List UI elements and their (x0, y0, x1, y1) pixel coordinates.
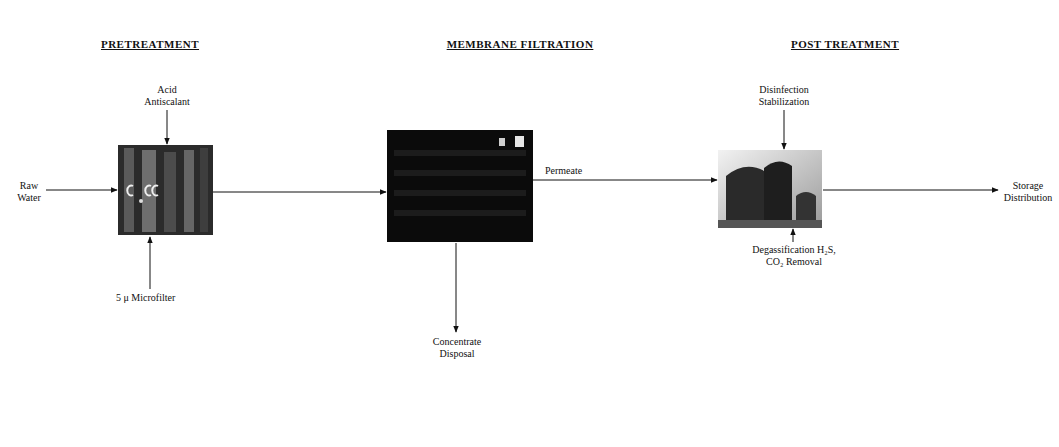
filter-housing (142, 150, 156, 232)
gauge-mark (145, 186, 151, 196)
membrane-vessel (394, 210, 526, 216)
stream-label: 5 μ Microfilter (116, 292, 175, 304)
pipe (200, 148, 208, 232)
membrane-vessel (394, 190, 526, 196)
membrane-photo (387, 130, 533, 242)
stream-label: Raw Water (12, 180, 46, 204)
process-stage: MEMBRANE FILTRATION (387, 130, 533, 242)
output-arrow (823, 190, 998, 191)
photo-ground (718, 150, 822, 228)
stage-heading: POST TREATMENT (791, 38, 899, 50)
stream-label: Disinfection Stabilization (752, 84, 816, 108)
membrane-vessel (394, 170, 526, 176)
photo-ground (118, 145, 213, 235)
valve (139, 199, 143, 203)
tank (726, 167, 766, 228)
pretreatment-photo (118, 145, 213, 235)
post-treatment-photo (718, 150, 822, 228)
membrane-vessel (394, 150, 526, 156)
photo-ground (387, 130, 533, 242)
stream-label: Degassification H₂S, CO₂ Removal (750, 244, 838, 268)
stage-heading: PRETREATMENT (101, 38, 199, 50)
dosing-arrow (167, 110, 168, 144)
concentrate-arrow (456, 243, 457, 332)
flow-arrow (533, 180, 717, 181)
stream-label: Acid Antiscalant (141, 84, 193, 108)
panel-light (499, 138, 505, 146)
panel-light (515, 136, 524, 147)
ground-strip (718, 220, 822, 228)
flow-arrow (213, 192, 386, 193)
stream-label: Storage Distribution (1001, 180, 1055, 204)
dosing-arrow (784, 110, 785, 149)
pipe (124, 148, 134, 232)
flow-label: Permeate (543, 165, 584, 177)
process-stage: POST TREATMENT (718, 150, 822, 228)
process-stage: PRETREATMENT (118, 145, 213, 235)
gauge-mark (152, 186, 158, 196)
stage-heading: MEMBRANE FILTRATION (447, 38, 594, 50)
input-arrow (46, 190, 117, 191)
filter-arrow (150, 237, 151, 289)
degas-arrow (793, 229, 794, 242)
filter-housing (164, 152, 176, 232)
gauge-mark (127, 186, 133, 196)
pipe (184, 150, 194, 232)
tank (764, 161, 792, 228)
stream-label: Concentrate Disposal (428, 336, 486, 360)
